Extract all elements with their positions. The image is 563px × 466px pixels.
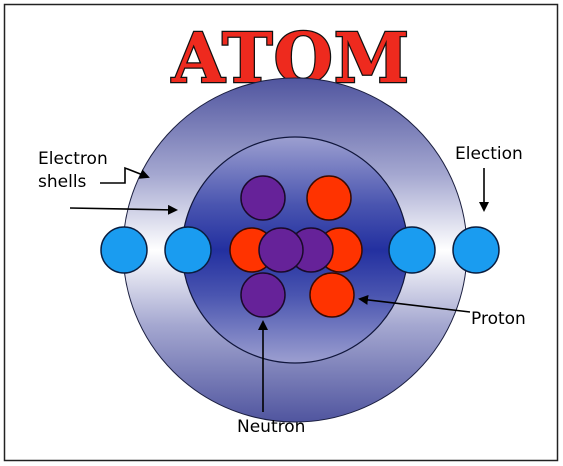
neutron [240, 175, 286, 221]
electron [452, 226, 500, 274]
arrow-electron-shells-inner [69, 204, 178, 215]
label-proton: Proton [471, 309, 526, 329]
label-electron-shells-line1: Electron [38, 149, 108, 169]
nucleus [229, 175, 363, 318]
electrons [100, 226, 500, 274]
arrow-proton [358, 294, 471, 313]
label-neutron: Neutron [237, 417, 305, 437]
label-election: Election [455, 144, 523, 164]
proton [306, 175, 352, 221]
electron [100, 226, 148, 274]
neutron [240, 272, 286, 318]
arrow-electron-shells-outer [100, 166, 150, 184]
electron [164, 226, 212, 274]
arrows [69, 166, 489, 412]
electron [388, 226, 436, 274]
proton [309, 272, 355, 318]
neutron [258, 227, 304, 273]
label-electron-shells-line2: shells [38, 172, 87, 192]
